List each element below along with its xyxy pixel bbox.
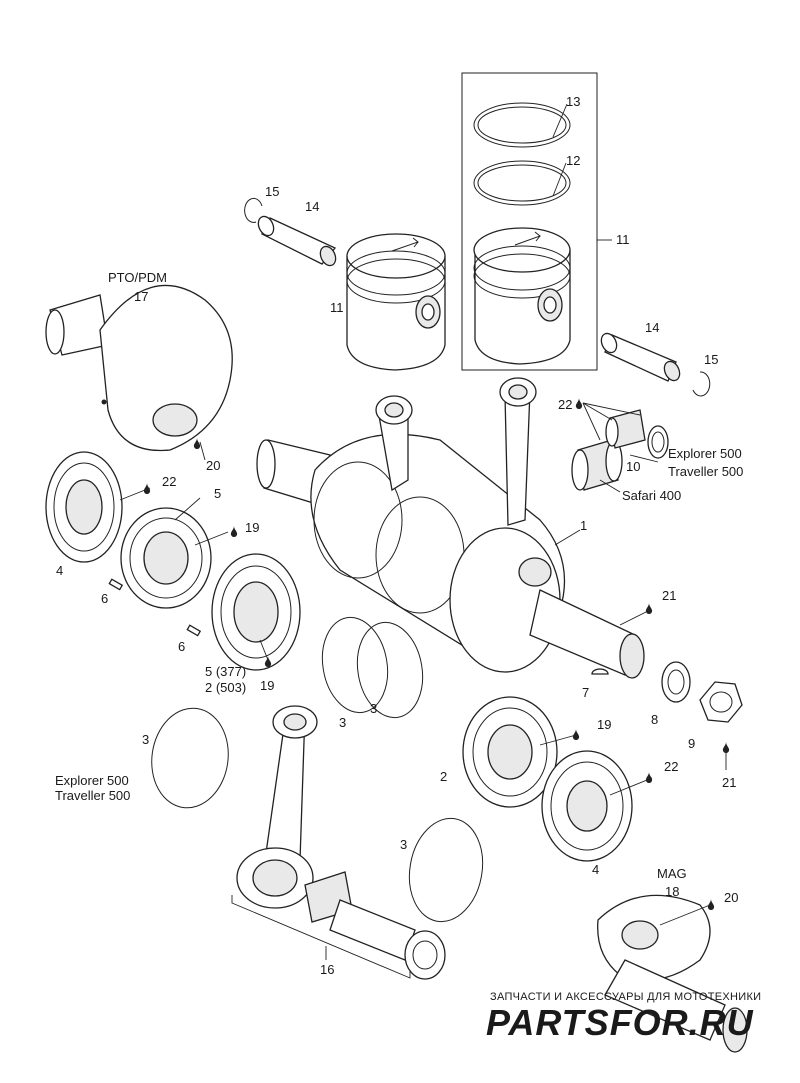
piston-ring-13 — [473, 102, 571, 148]
label-3-a: 3 — [339, 715, 346, 730]
label-2: 2 — [440, 769, 447, 784]
label-6-bottom: 6 — [178, 639, 185, 654]
label-18: 18 — [665, 884, 679, 899]
label-22-left: 22 — [162, 474, 176, 489]
ring-3-pair — [321, 616, 424, 719]
label-12: 12 — [566, 153, 580, 168]
label-15-right: 15 — [704, 352, 718, 367]
circlip-15-right — [692, 371, 711, 397]
label-3-left: 3 — [142, 732, 149, 747]
nut-9 — [699, 681, 743, 723]
label-22-right: 22 — [664, 759, 678, 774]
label-16: 16 — [320, 962, 334, 977]
label-13: 13 — [566, 94, 580, 109]
label-2-503: 2 (503) — [205, 680, 246, 695]
label-17: 17 — [134, 289, 148, 304]
label-3-bottom: 3 — [400, 837, 407, 852]
label-6-top: 6 — [101, 591, 108, 606]
label-11: 11 — [330, 300, 344, 315]
washer-8 — [661, 661, 691, 703]
connecting-rod-16 — [231, 705, 446, 980]
label-19-right: 19 — [597, 717, 611, 732]
label-5-377: 5 (377) — [205, 664, 246, 679]
label-19-left: 19 — [245, 520, 259, 535]
piston-boxed — [473, 227, 571, 365]
label-7: 7 — [582, 685, 589, 700]
label-traveller-500-right: Traveller 500 — [668, 464, 743, 479]
crankshaft-assembly — [256, 377, 645, 679]
label-3-b: 3 — [370, 701, 377, 716]
label-14-left: 14 — [305, 199, 319, 214]
label-traveller-500-left: Traveller 500 — [55, 788, 130, 803]
pto-crank-half — [45, 284, 233, 452]
label-14-right: 14 — [645, 320, 659, 335]
piston-pin-14-left — [257, 215, 337, 267]
piston — [346, 233, 446, 371]
label-10: 10 — [626, 459, 640, 474]
circlip-15-left — [244, 197, 263, 223]
label-explorer-500-left: Explorer 500 — [55, 773, 129, 788]
watermark-tagline: ЗАПЧАСТИ И АКСЕССУАРЫ ДЛЯ МОТОТЕХНИКИ — [490, 991, 761, 1003]
piston-pin-14-right — [600, 332, 681, 382]
dowel-pin-6 — [108, 578, 202, 637]
label-4-right: 4 — [592, 862, 599, 877]
label-explorer-500-right: Explorer 500 — [668, 446, 742, 461]
woodruff-key-7 — [591, 668, 609, 675]
ball-bearing-2 — [462, 696, 558, 808]
label-11-box: 11 — [616, 232, 630, 247]
label-mag: MAG — [657, 866, 687, 881]
label-21-top: 21 — [662, 588, 676, 603]
part-labels: 13 12 11 11 15 14 14 15 PTO/PDM 17 20 22… — [55, 94, 743, 977]
needle-bearing-10 — [571, 409, 669, 491]
label-8: 8 — [651, 712, 658, 727]
label-4-left: 4 — [56, 563, 63, 578]
oil-seal-4-left — [45, 451, 123, 563]
label-pto-pdm: PTO/PDM — [108, 270, 167, 285]
oil-seal-4-right — [541, 750, 633, 862]
leader-lines — [119, 402, 727, 926]
ring-3-bottom — [408, 817, 484, 923]
label-safari-400: Safari 400 — [622, 488, 681, 503]
piston-kit-box — [461, 72, 612, 371]
label-1: 1 — [580, 518, 587, 533]
label-19-mid: 19 — [260, 678, 274, 693]
label-20-bottom: 20 — [724, 890, 738, 905]
ball-bearing-5 — [120, 507, 212, 609]
label-20-top: 20 — [206, 458, 220, 473]
label-21-bottom: 21 — [722, 775, 736, 790]
watermark: ЗАПЧАСТИ И АКСЕССУАРЫ ДЛЯ МОТОТЕХНИКИ PA… — [486, 991, 761, 1043]
label-15-left: 15 — [265, 184, 279, 199]
ring-3-left — [151, 707, 229, 809]
piston-ring-12 — [473, 160, 571, 206]
label-5: 5 — [214, 486, 221, 501]
label-22-top: 22 — [558, 397, 572, 412]
watermark-brand: PARTSFOR.RU — [486, 1002, 754, 1043]
ball-bearing-mid — [211, 553, 301, 671]
label-9: 9 — [688, 736, 695, 751]
